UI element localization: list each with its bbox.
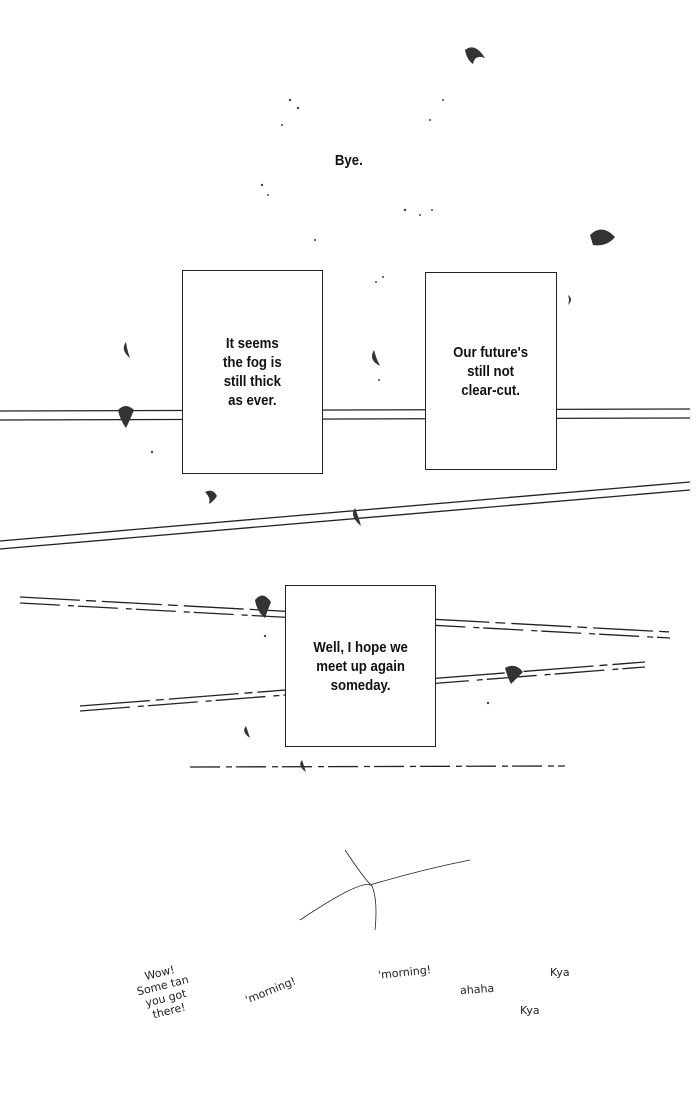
wire xyxy=(0,417,691,421)
birds xyxy=(118,47,615,772)
speech-text: Our future's still not clear-cut. xyxy=(453,343,529,399)
bird-icon xyxy=(372,350,380,366)
chatter-text: Kya xyxy=(520,1004,540,1017)
speech-box: Well, I hope we meet up again someday. xyxy=(285,585,436,747)
bird-icon xyxy=(465,47,485,64)
bird-icon xyxy=(353,508,361,526)
wire xyxy=(19,596,671,633)
light-streak xyxy=(344,849,377,931)
bird-icon xyxy=(123,342,130,358)
bird-icon xyxy=(590,229,615,246)
bird-icon xyxy=(255,595,271,618)
narration-bye: Bye. xyxy=(334,152,363,169)
speech-box: It seems the fog is still thick as ever. xyxy=(182,270,323,474)
light-streak xyxy=(299,859,471,921)
speech-box: Our future's still not clear-cut. xyxy=(425,272,557,470)
wire xyxy=(0,408,691,412)
bird-icon xyxy=(244,726,250,738)
bird-icon xyxy=(205,490,217,504)
bird-icon xyxy=(300,760,306,772)
bird-icon xyxy=(505,665,523,684)
wire xyxy=(0,481,691,542)
wire xyxy=(0,489,691,550)
specks xyxy=(150,98,490,705)
chatter-text: Kya xyxy=(550,966,570,979)
speech-text: Well, I hope we meet up again someday. xyxy=(313,638,408,694)
speech-text: It seems the fog is still thick as ever. xyxy=(223,335,282,409)
wire xyxy=(189,765,566,768)
bird-icon xyxy=(118,406,134,428)
chatter-text: ahaha xyxy=(459,981,495,998)
bird-icon xyxy=(568,295,571,305)
